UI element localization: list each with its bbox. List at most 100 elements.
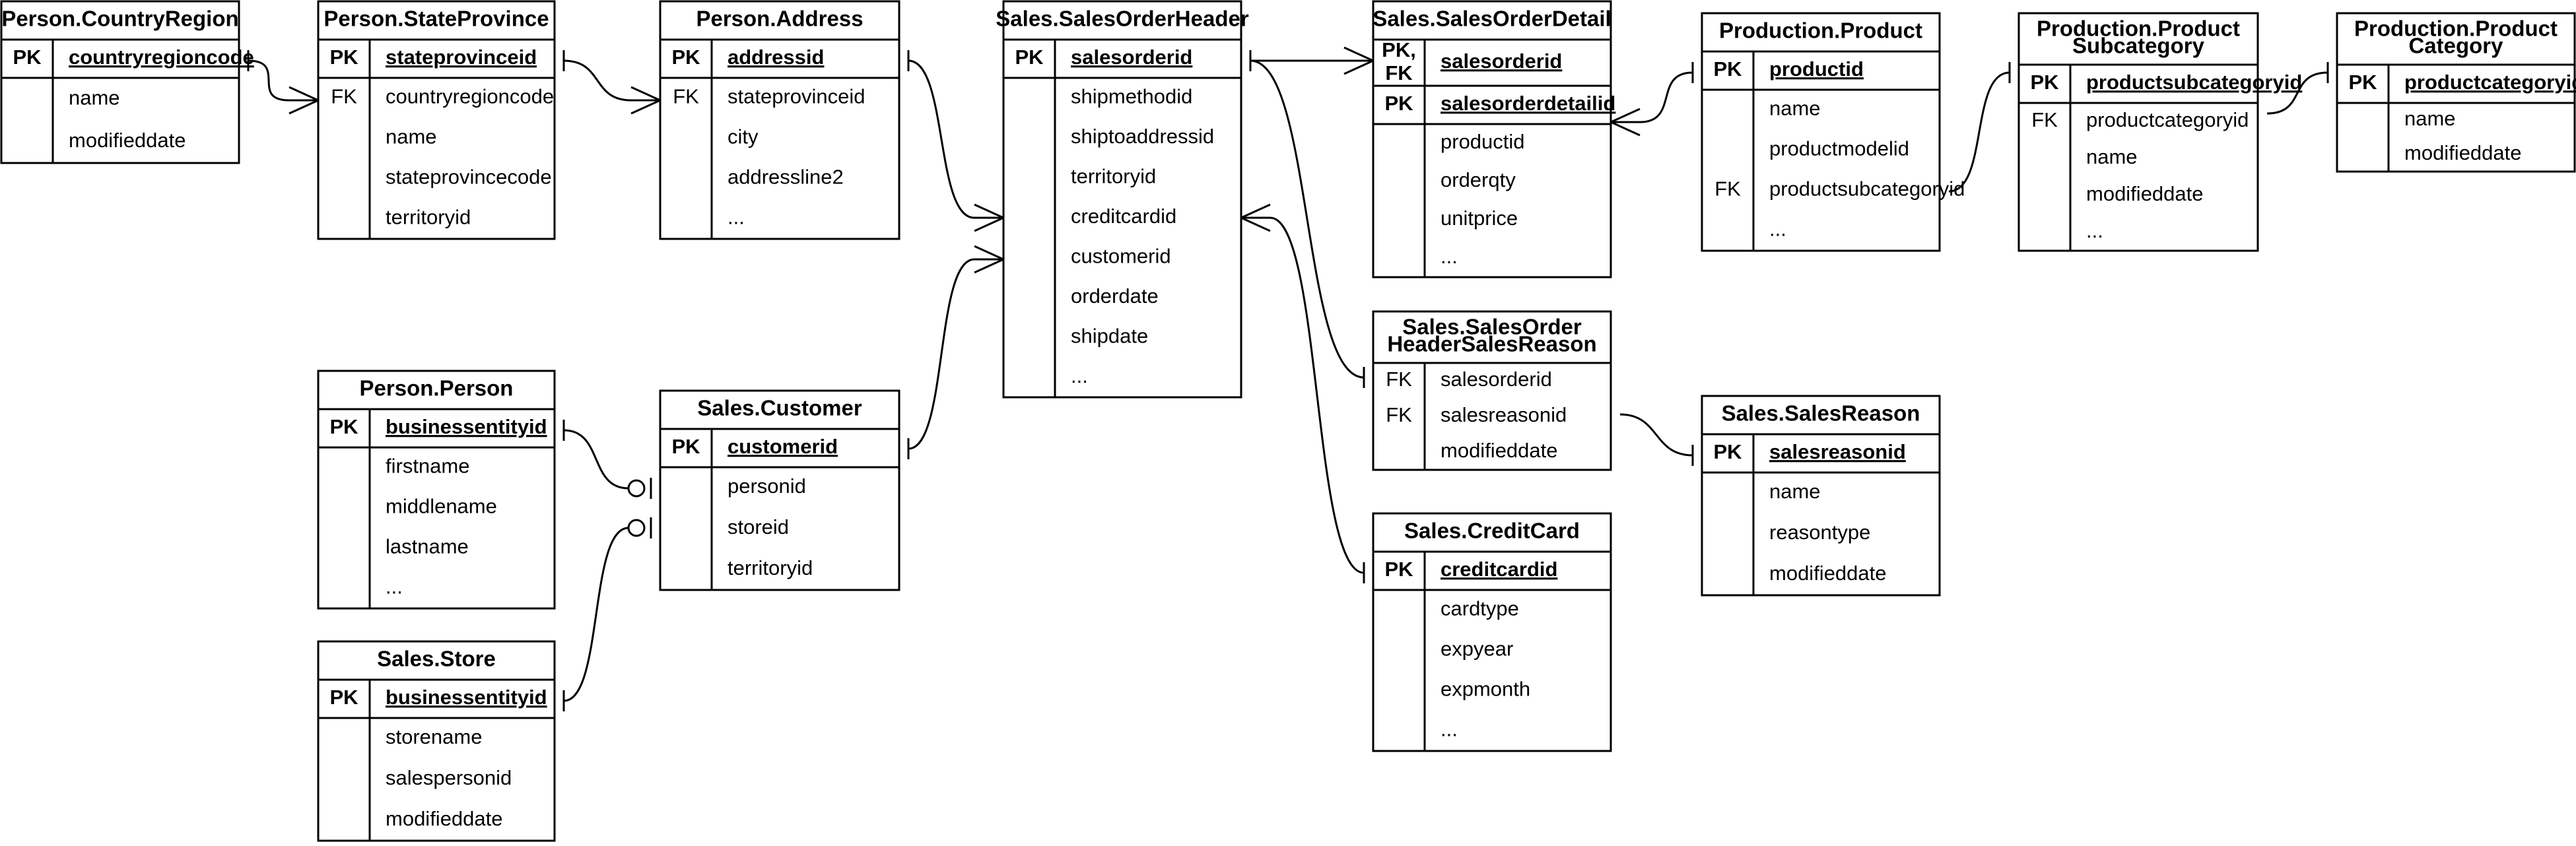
rel-sohsr-salesreason[interactable]: [1619, 413, 1694, 466]
table-box: [2336, 12, 2576, 173]
table-box: [659, 389, 900, 591]
column-name: salesorderdetailid: [1441, 92, 1615, 115]
table-title: Production.Product: [2037, 16, 2240, 41]
column-name: shiptoaddressid: [1071, 125, 1214, 148]
column-name: salesreasonid: [1769, 440, 1906, 463]
table-box: [659, 0, 900, 240]
rel-salesorderheader-creditcard[interactable]: [1240, 203, 1365, 583]
column-name: businessentityid: [386, 686, 547, 709]
relationship-line: [248, 59, 290, 102]
table-box: [1701, 395, 1941, 597]
table-box: [1372, 310, 1612, 471]
table-row: territoryid: [386, 206, 471, 229]
table-row: name: [1769, 97, 1821, 120]
source-crowsfoot: [1610, 108, 1641, 123]
column-name: name: [1769, 480, 1821, 503]
column-name: orderqty: [1441, 168, 1516, 191]
rel-countryregion-stateprovince[interactable]: [247, 50, 319, 115]
rel-store-customer[interactable]: [562, 517, 652, 711]
table-title: HeaderSalesReason: [1387, 332, 1596, 356]
rel-stateprovince-address[interactable]: [562, 50, 661, 115]
column-name: salesorderid: [1441, 49, 1562, 73]
table-salesorderdetail[interactable]: Sales.SalesOrderDetailPK,FKsalesorderidP…: [1372, 0, 1615, 278]
table-box: [317, 640, 556, 842]
table-row: unitprice: [1441, 207, 1518, 230]
column-name: name: [386, 125, 437, 148]
table-row: orderqty: [1441, 168, 1516, 191]
column-name: storename: [386, 725, 482, 748]
column-name: territoryid: [386, 206, 471, 229]
column-name: countryregioncode: [386, 85, 554, 108]
rel-product-productsubcategory[interactable]: [1948, 62, 2011, 193]
table-row: stateprovincecode: [386, 166, 552, 189]
table-title: Production.Product: [2354, 16, 2558, 41]
table-box: [0, 0, 240, 164]
column-name: cardtype: [1441, 597, 1519, 620]
column-name: stateprovinceid: [386, 46, 537, 69]
column-name: ...: [386, 575, 403, 599]
column-name: ...: [1769, 218, 1786, 241]
column-name: expmonth: [1441, 678, 1530, 701]
rel-person-customer[interactable]: [562, 420, 652, 499]
table-row: PK businessentityid: [329, 686, 547, 709]
table-box: [1372, 0, 1612, 278]
rel-address-salesorderheader[interactable]: [907, 50, 1004, 232]
table-row: shipdate: [1071, 324, 1148, 347]
relationship-line: [1619, 413, 1693, 457]
table-row: ...: [1071, 364, 1088, 387]
key-label: PK: [2348, 71, 2377, 94]
table-row: productmodelid: [1769, 137, 1909, 160]
key-label: PK: [329, 686, 358, 709]
table-title: Person.Address: [696, 7, 863, 31]
column-name: territoryid: [1071, 164, 1156, 187]
rel-salesorderdetail-product[interactable]: [1610, 62, 1694, 137]
table-row: storename: [386, 725, 482, 748]
column-name: salesorderid: [1441, 368, 1552, 391]
column-name: ...: [1441, 718, 1458, 741]
column-name: firstname: [386, 455, 469, 478]
rel-customer-salesorderheader[interactable]: [907, 245, 1004, 459]
key-label: PK: [2030, 71, 2059, 94]
table-row: ...: [1441, 245, 1458, 268]
key-label: PK: [1713, 57, 1742, 81]
column-name: shipmethodid: [1071, 84, 1192, 108]
rel-salesorderheader-salesorderdetail[interactable]: [1249, 46, 1374, 75]
column-name: productsubcategoryid: [2086, 71, 2302, 94]
key-label: FK: [673, 85, 699, 108]
table-row: territoryid: [1071, 164, 1156, 187]
table-row: creditcardid: [1071, 205, 1176, 228]
rel-salesorderheader-sohsr[interactable]: [1249, 50, 1365, 388]
table-row: expmonth: [1441, 678, 1530, 701]
key-label: PK: [1015, 46, 1044, 69]
relationship-line: [2266, 71, 2328, 115]
key-label: PK: [671, 435, 700, 458]
table-row: name: [1769, 480, 1821, 503]
target-crowsfoot: [974, 245, 1004, 261]
column-name: creditcardid: [1441, 558, 1557, 581]
table-title: Person.StateProvince: [323, 7, 549, 31]
table-row: name: [69, 86, 120, 109]
rel-productsubcategory-productcategory[interactable]: [2266, 62, 2329, 115]
table-row: shipmethodid: [1071, 84, 1192, 108]
table-row: PK productsubcategoryid: [2030, 71, 2302, 94]
column-name: salespersonid: [386, 766, 512, 789]
